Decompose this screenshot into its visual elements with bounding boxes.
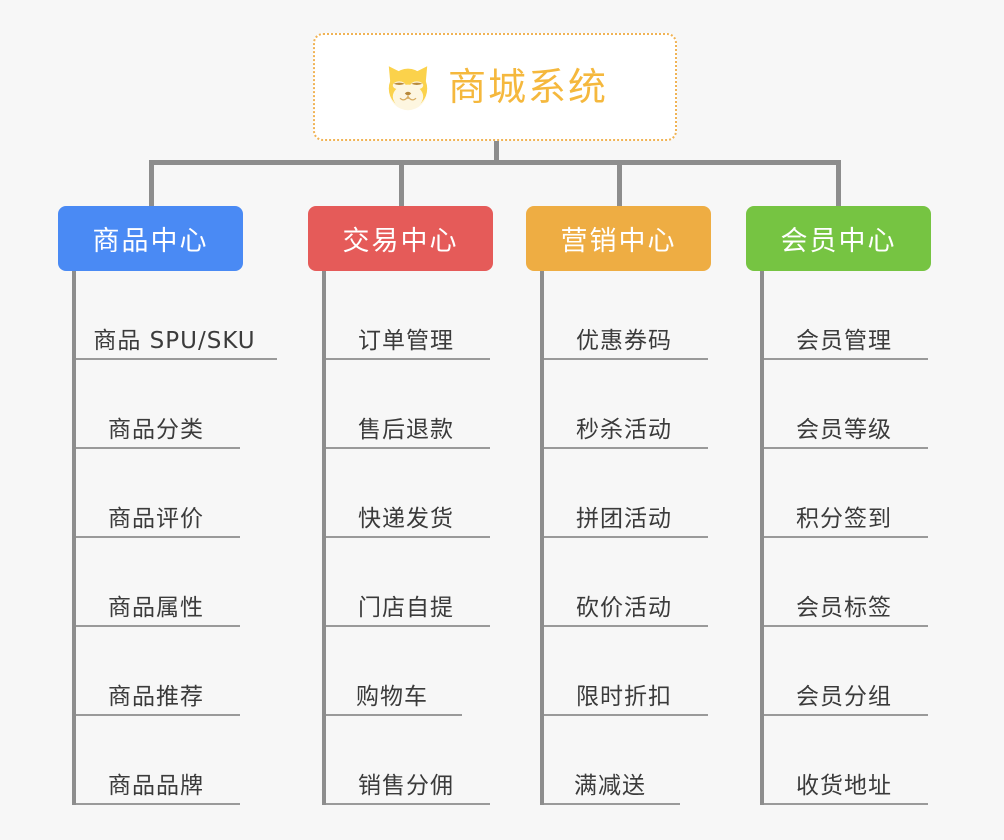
leaf-item-label: 优惠券码	[576, 327, 672, 354]
leaf-item-label: 秒杀活动	[576, 416, 672, 443]
branch-spine-2	[322, 271, 326, 805]
leaf-item-label: 商品属性	[108, 594, 204, 621]
branch-spine-4	[760, 271, 764, 805]
branch-column-1: 商品中心商品 SPU/SKU 商品分类商品评价商品属性商品推荐商品品牌	[58, 206, 277, 805]
leaf-item[interactable]: 积分签到	[760, 449, 928, 538]
leaf-item[interactable]: 销售分佣	[322, 716, 490, 805]
branch-column-3: 营销中心优惠券码秒杀活动拼团活动砍价活动限时折扣满减送	[526, 206, 711, 805]
branch-header-1[interactable]: 商品中心	[58, 206, 243, 271]
leaf-item[interactable]: 购物车	[322, 627, 462, 716]
leaf-item-label: 商品评价	[108, 505, 204, 532]
leaf-item[interactable]: 砍价活动	[540, 538, 708, 627]
branch-bus-connector	[149, 160, 839, 165]
leaf-item[interactable]: 满减送	[540, 716, 680, 805]
leaf-item[interactable]: 收货地址	[760, 716, 928, 805]
branch-spine-3	[540, 271, 544, 805]
leaf-item-label: 限时折扣	[576, 683, 672, 710]
shiba-dog-icon	[388, 66, 428, 111]
leaf-item-label: 会员分组	[796, 683, 892, 710]
leaf-item-label: 拼团活动	[576, 505, 672, 532]
branch-column-4: 会员中心会员管理会员等级积分签到会员标签会员分组收货地址	[746, 206, 931, 805]
leaf-item[interactable]: 商品评价	[72, 449, 240, 538]
leaf-item-label: 满减送	[574, 772, 646, 799]
branch-leaf-list-3: 优惠券码秒杀活动拼团活动砍价活动限时折扣满减送	[526, 271, 711, 805]
leaf-item-label: 商品品牌	[108, 772, 204, 799]
branch-header-3[interactable]: 营销中心	[526, 206, 711, 271]
leaf-item-label: 售后退款	[358, 416, 454, 443]
branch-column-2: 交易中心订单管理售后退款快递发货门店自提购物车销售分佣	[308, 206, 493, 805]
leaf-item[interactable]: 商品属性	[72, 538, 240, 627]
branch-leaf-list-1: 商品 SPU/SKU 商品分类商品评价商品属性商品推荐商品品牌	[58, 271, 277, 805]
leaf-item[interactable]: 商品推荐	[72, 627, 240, 716]
leaf-item[interactable]: 商品品牌	[72, 716, 240, 805]
branch-drop-connector-1	[149, 160, 154, 208]
leaf-item-label: 砍价活动	[576, 594, 672, 621]
leaf-item[interactable]: 售后退款	[322, 360, 490, 449]
leaf-item-label: 会员标签	[796, 594, 892, 621]
branch-drop-connector-2	[399, 160, 404, 208]
leaf-item[interactable]: 秒杀活动	[540, 360, 708, 449]
leaf-item[interactable]: 会员标签	[760, 538, 928, 627]
root-trunk-connector	[494, 141, 499, 163]
branch-spine-1	[72, 271, 76, 805]
leaf-item[interactable]: 门店自提	[322, 538, 490, 627]
leaf-item-label: 订单管理	[358, 327, 454, 354]
branch-leaf-list-2: 订单管理售后退款快递发货门店自提购物车销售分佣	[308, 271, 493, 805]
leaf-item-label: 商品推荐	[108, 683, 204, 710]
leaf-item[interactable]: 商品 SPU/SKU	[72, 271, 277, 360]
leaf-item[interactable]: 会员等级	[760, 360, 928, 449]
leaf-item-label: 会员等级	[796, 416, 892, 443]
leaf-item[interactable]: 快递发货	[322, 449, 490, 538]
branch-drop-connector-4	[836, 160, 841, 208]
branch-header-2[interactable]: 交易中心	[308, 206, 493, 271]
branch-drop-connector-3	[617, 160, 622, 208]
leaf-item-label: 商品 SPU/SKU	[93, 327, 256, 354]
branch-header-4[interactable]: 会员中心	[746, 206, 931, 271]
leaf-item[interactable]: 会员分组	[760, 627, 928, 716]
leaf-item-label: 商品分类	[108, 416, 204, 443]
leaf-item[interactable]: 订单管理	[322, 271, 490, 360]
root-title: 商城系统	[447, 65, 608, 109]
leaf-item[interactable]: 会员管理	[760, 271, 928, 360]
leaf-item-label: 门店自提	[358, 594, 454, 621]
branch-leaf-list-4: 会员管理会员等级积分签到会员标签会员分组收货地址	[746, 271, 931, 805]
leaf-item[interactable]: 拼团活动	[540, 449, 708, 538]
leaf-item-label: 购物车	[356, 683, 428, 710]
root-node[interactable]: 商城系统	[313, 33, 677, 141]
leaf-item[interactable]: 商品分类	[72, 360, 240, 449]
leaf-item-label: 销售分佣	[358, 772, 454, 799]
leaf-item-label: 会员管理	[796, 327, 892, 354]
leaf-item-label: 收货地址	[796, 772, 892, 799]
leaf-item[interactable]: 优惠券码	[540, 271, 708, 360]
leaf-item-label: 积分签到	[796, 505, 892, 532]
leaf-item-label: 快递发货	[358, 505, 454, 532]
leaf-item[interactable]: 限时折扣	[540, 627, 708, 716]
